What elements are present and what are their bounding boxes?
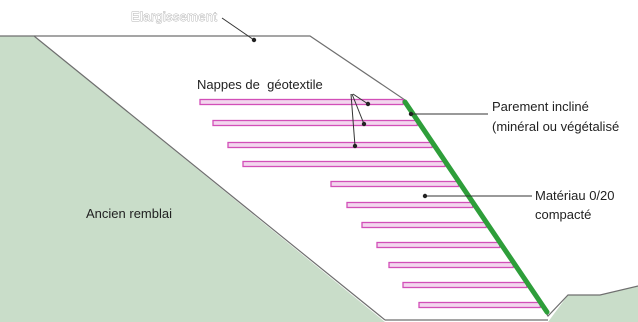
ancien-remblai-ground [0, 36, 385, 322]
widening-outline [34, 35, 638, 317]
geotextile-layer-5 [330, 180, 460, 188]
label-elargissement: Elargissement [131, 9, 217, 24]
geotextile-layer-2 [212, 119, 418, 127]
label-nappes-geotextile: Nappes de géotextile [197, 77, 323, 92]
label-parement-line1: Parement incliné [492, 99, 589, 114]
inclined-facing [402, 99, 550, 315]
geotextile-layer-8 [376, 241, 501, 249]
label-materiau-line2: compacté [535, 207, 591, 222]
geotextile-layer-4 [242, 160, 446, 168]
nappes-leader-2 [351, 93, 365, 125]
label-ancien-remblai: Ancien remblai [86, 206, 172, 221]
label-materiau-line1: Matériau 0/20 [535, 188, 615, 203]
toe-ground [548, 286, 638, 322]
geotextile-layer-9 [388, 261, 514, 269]
materiau-dot [422, 193, 428, 199]
geotextile-layer-11 [418, 301, 541, 309]
geotextile-layer-3 [227, 141, 433, 149]
nappes-leader-1 [352, 93, 369, 105]
nappes-dot-3 [352, 143, 358, 149]
geotextile-layer-10 [402, 281, 528, 289]
geotextile-layer-1 [199, 98, 404, 106]
elargissement-dot [251, 37, 257, 43]
parement-dot [408, 111, 414, 117]
nappes-dot-1 [365, 101, 371, 107]
label-parement-line2: (minéral ou végétalisé [492, 119, 619, 134]
elargissement-leader [221, 17, 255, 41]
nappes-dot-2 [361, 121, 367, 127]
geotextile-layer-7 [361, 221, 487, 229]
nappes-leader-3 [350, 93, 356, 147]
geotextile-layer-6 [346, 201, 474, 209]
